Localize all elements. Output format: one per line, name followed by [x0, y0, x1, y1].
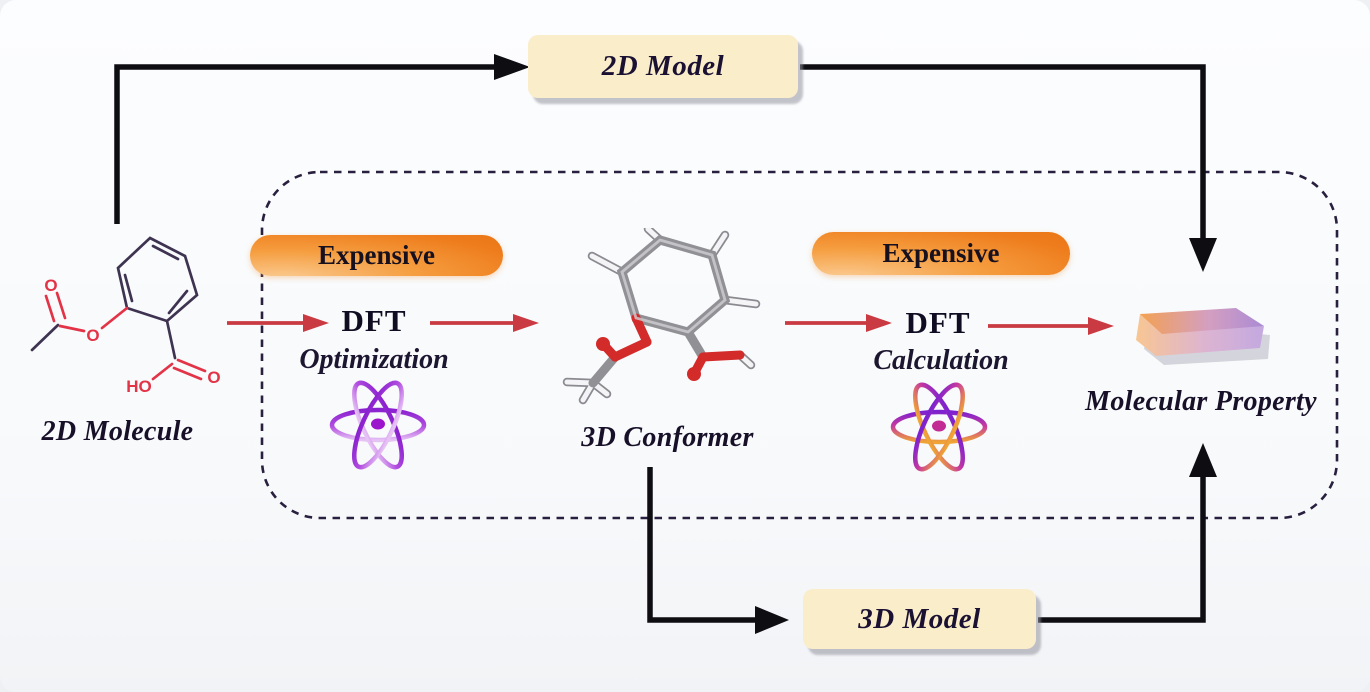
atom-nucleus	[371, 418, 385, 430]
node-2d-model-label: 2D Model	[601, 50, 725, 82]
expensive-badge-1-label: Expensive	[317, 240, 436, 270]
acid-hydroxyl-label: HO	[126, 377, 152, 396]
arrow-2d-model-to-property	[800, 64, 1217, 272]
expensive-badge-2-label: Expensive	[882, 238, 1000, 268]
arrow-conformer-to-dft2	[785, 314, 892, 332]
expensive-badge-2: Expensive	[812, 232, 1070, 275]
atom-icon-purple-orange	[890, 382, 988, 472]
acid-double-oxygen-label: O	[207, 368, 220, 387]
arrow-molecule-to-2d-model	[114, 54, 530, 224]
arrow-conformer-to-3d-model	[647, 467, 789, 634]
arrow-molecule-to-dft1	[227, 314, 329, 332]
carbonyl-oxygen-label: O	[44, 276, 57, 295]
atom-nucleus	[932, 420, 946, 432]
molecule-3d-structure	[562, 228, 761, 405]
dft1-subtitle: Optimization	[299, 344, 449, 375]
dft2-subtitle: Calculation	[873, 345, 1009, 376]
arrow-dft1-to-conformer	[430, 314, 539, 332]
molecule-2d-structure: O O O HO	[30, 236, 221, 396]
node-2d-model: 2D Model	[528, 35, 798, 98]
dft1-title: DFT	[341, 303, 407, 338]
molecule-2d-label: 2D Molecule	[41, 416, 194, 447]
expensive-badge-1: Expensive	[250, 235, 503, 276]
ester-oxygen-label: O	[86, 326, 99, 345]
arrow-dft2-to-property	[988, 317, 1114, 335]
atom-icon-purple	[329, 380, 427, 470]
dashed-pipeline-border	[260, 170, 1339, 520]
dft2-title: DFT	[905, 305, 971, 340]
property-slab	[1136, 308, 1270, 365]
conformer-3d-label: 3D Conformer	[581, 422, 754, 453]
molecular-property-label: Molecular Property	[1085, 386, 1317, 417]
node-3d-model: 3D Model	[803, 589, 1036, 649]
node-3d-model-label: 3D Model	[858, 602, 981, 635]
arrow-3d-model-to-property	[1038, 443, 1217, 623]
